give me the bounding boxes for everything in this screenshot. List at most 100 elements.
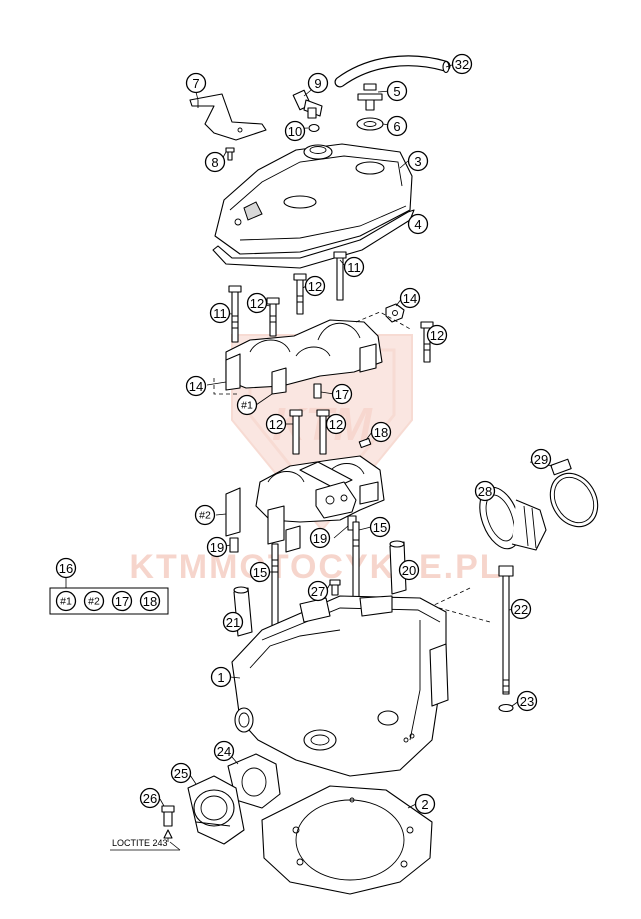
callout-32: 32 xyxy=(451,53,473,75)
callout-7-circle xyxy=(185,72,207,94)
callout-21-circle xyxy=(222,611,244,633)
callout-32-label: 32 xyxy=(455,57,469,72)
callout-10-circle xyxy=(284,120,306,142)
cover-screw xyxy=(357,83,383,111)
callout-12d-label: 12 xyxy=(269,417,283,432)
callout-22-label: 22 xyxy=(514,602,528,617)
callout-28-circle xyxy=(474,480,496,502)
fitting-o-ring xyxy=(308,123,320,133)
callout-27-circle xyxy=(307,580,329,602)
callout-1-circle xyxy=(210,666,232,688)
callout-21-label: 21 xyxy=(226,615,240,630)
callout-7-label: 7 xyxy=(192,76,199,91)
callout-12d-circle xyxy=(265,413,287,435)
callout-14b-label: 14 xyxy=(189,379,203,394)
callout-12a-label: 12 xyxy=(250,296,264,311)
callout-21: 21 xyxy=(222,611,244,633)
callout-12a-circle xyxy=(246,292,268,314)
callout-17a: 17 xyxy=(331,383,353,405)
callout-15b-label: 15 xyxy=(253,565,267,580)
kit-item-1-circle xyxy=(83,590,105,612)
callout-15a-circle xyxy=(369,516,391,538)
callout-23: 23 xyxy=(516,690,538,712)
callout-4: 4 xyxy=(407,213,429,235)
cylinder-head-gasket xyxy=(261,785,433,895)
callout-14b: 14 xyxy=(185,375,207,397)
callout-9: 9 xyxy=(307,72,329,94)
camshaft-holder xyxy=(225,455,385,553)
loctite-note-text: LOCTITE 243 xyxy=(112,838,168,848)
valve-cover xyxy=(214,143,413,255)
callout-kit-16: 16 xyxy=(55,557,77,579)
callout-26-label: 26 xyxy=(143,791,157,806)
callout-12b-circle xyxy=(304,275,326,297)
callout-28-label: 28 xyxy=(478,484,492,499)
stud-washer xyxy=(498,703,514,713)
callout-7: 7 xyxy=(185,72,207,94)
callout-18a-label: 18 xyxy=(374,425,388,440)
callout-h2: #2 xyxy=(194,504,216,526)
callout-19a-label: 19 xyxy=(210,540,224,555)
kit-item-2: 17 xyxy=(111,590,133,612)
callout-6: 6 xyxy=(386,115,408,137)
callout-h2-label: #2 xyxy=(199,510,211,522)
callout-23-label: 23 xyxy=(520,694,534,709)
valve-cover-gasket xyxy=(212,209,415,269)
callout-15b: 15 xyxy=(249,561,271,583)
callout-kit-16-label: 16 xyxy=(59,561,73,576)
callout-27-label: 27 xyxy=(311,584,325,599)
kit-item-0: #1 xyxy=(55,590,77,612)
callout-11a-label: 11 xyxy=(347,260,361,275)
bearing-cap-bolts-lower xyxy=(289,409,330,455)
callout-18a-circle xyxy=(370,421,392,443)
callout-12c-label: 12 xyxy=(430,328,444,343)
oil-screw xyxy=(329,579,341,596)
kit-item-3-circle xyxy=(139,590,161,612)
callout-9-label: 9 xyxy=(314,76,321,91)
callout-24: 24 xyxy=(213,740,235,762)
watermark-site-text: KTMMOTOCYKLE.PL xyxy=(129,548,502,586)
callout-2-label: 2 xyxy=(421,797,428,812)
bracket-screw xyxy=(225,147,235,161)
callout-19b-label: 19 xyxy=(313,531,327,546)
callout-5-label: 5 xyxy=(393,84,400,99)
callout-22-circle xyxy=(510,598,532,620)
callout-kit-16-circle xyxy=(55,557,77,579)
callout-4-label: 4 xyxy=(414,217,421,232)
callout-h1-circle xyxy=(236,394,258,416)
callout-1-label: 1 xyxy=(217,670,224,685)
callout-8-circle xyxy=(204,151,226,173)
callout-9-circle xyxy=(307,72,329,94)
long-stud xyxy=(498,565,514,695)
screw-seal xyxy=(356,117,384,131)
callout-12a: 12 xyxy=(246,292,268,314)
kit-item-2-circle xyxy=(111,590,133,612)
callout-15a-label: 15 xyxy=(373,520,387,535)
callout-6-circle xyxy=(386,115,408,137)
kit-item-1: #2 xyxy=(83,590,105,612)
callout-15b-circle xyxy=(249,561,271,583)
callout-29: 29 xyxy=(530,448,552,470)
callout-26: 26 xyxy=(139,787,161,809)
bearing-cap-bolts-upper xyxy=(228,251,434,363)
callout-14a-circle xyxy=(399,287,421,309)
callout-27: 27 xyxy=(307,580,329,602)
intake-boot xyxy=(479,486,547,551)
callout-25: 25 xyxy=(170,762,192,784)
callout-6-label: 6 xyxy=(393,119,400,134)
camshaft-bearing-bridge xyxy=(225,319,383,395)
callout-10: 10 xyxy=(284,120,306,142)
callout-28: 28 xyxy=(474,480,496,502)
callout-5: 5 xyxy=(386,80,408,102)
callout-12c-circle xyxy=(426,324,448,346)
callout-5-circle xyxy=(386,80,408,102)
cable-bracket xyxy=(189,93,267,141)
callout-24-label: 24 xyxy=(217,744,231,759)
callout-20-circle xyxy=(398,559,420,581)
bearing-cap-nut xyxy=(385,303,405,323)
plug-screw xyxy=(358,437,372,449)
callout-15a: 15 xyxy=(369,516,391,538)
callout-22: 22 xyxy=(510,598,532,620)
hose-clamp xyxy=(549,458,599,528)
callout-19a: 19 xyxy=(206,536,228,558)
